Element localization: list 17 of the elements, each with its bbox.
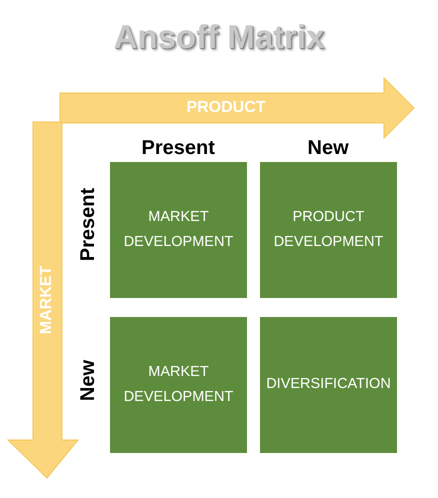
strategy-box	[260, 317, 397, 453]
title: Ansoff Matrix	[112, 18, 326, 56]
arrow-band	[60, 78, 414, 138]
strategy-box	[260, 162, 397, 298]
strategy-label: DIVERSIFICATION	[265, 375, 392, 394]
axis-label: MARKET	[38, 266, 56, 334]
strategy-box	[110, 317, 247, 453]
row-header: New	[76, 359, 100, 401]
row-header: Present	[76, 187, 100, 261]
arrow-band	[8, 122, 78, 478]
axis-label: PRODUCT	[186, 99, 266, 117]
strategy-label: MARKET DEVELOPMENT	[122, 362, 234, 407]
strategy-label: PRODUCT DEVELOPMENT	[272, 208, 384, 252]
column-header: New	[308, 136, 349, 160]
strategy-label: MARKET DEVELOPMENT	[122, 208, 234, 252]
column-header: Present	[142, 136, 215, 160]
strategy-box	[110, 162, 247, 298]
